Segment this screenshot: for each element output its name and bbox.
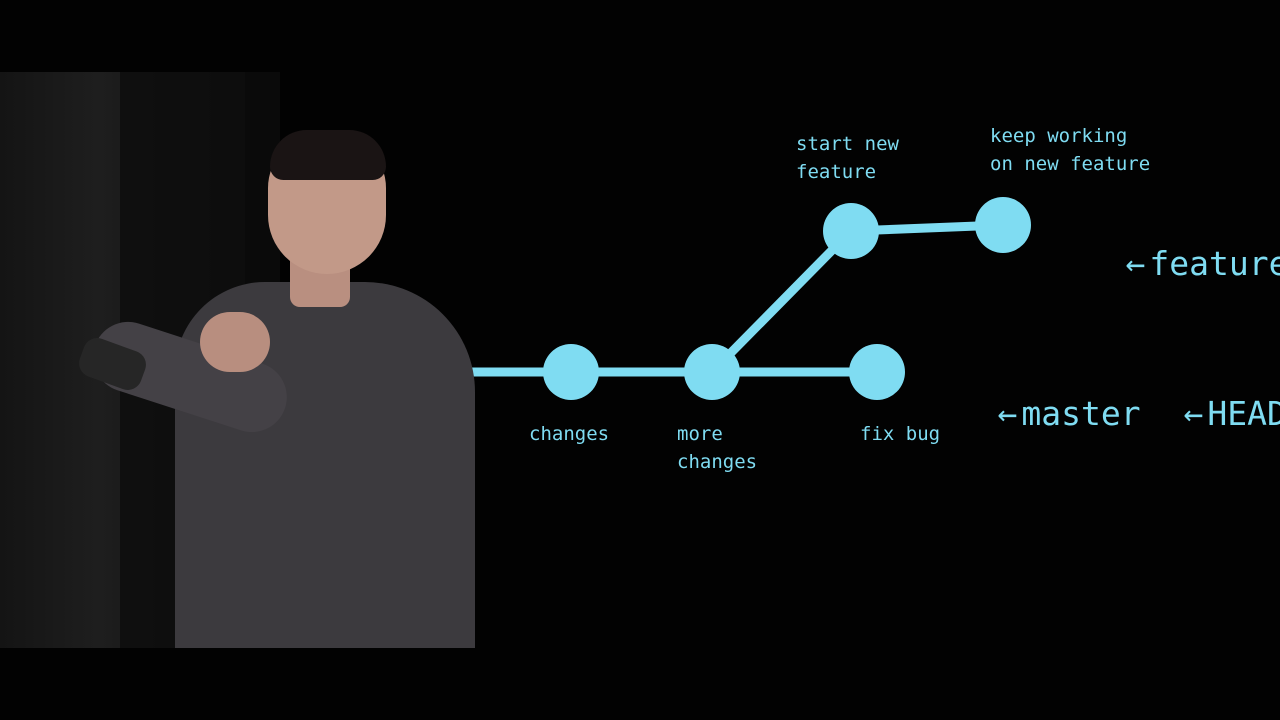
commit-label-more-changes: more changes	[677, 423, 758, 473]
ref-head-name: HEAD	[1207, 394, 1280, 433]
ref-head: ←HEAD	[1104, 354, 1280, 474]
commit-label-changes: changes	[529, 423, 610, 445]
presenter-photo	[0, 72, 480, 648]
ref-feature: ←feature	[1046, 204, 1280, 324]
ref-master: ←master	[918, 354, 1141, 474]
ref-feature-name: feature	[1149, 244, 1280, 283]
left-arrow-icon: ←	[1125, 244, 1146, 283]
commit-label-start-feature: start new feature	[796, 133, 899, 183]
commit-node-more-changes	[684, 344, 740, 400]
commit-node-keep-working	[975, 197, 1031, 253]
commit-node-changes	[543, 344, 599, 400]
commit-node-start-feature	[823, 203, 879, 259]
commit-label-fix-bug: fix bug	[860, 423, 941, 445]
ref-master-name: master	[1021, 394, 1141, 433]
left-arrow-icon: ←	[1183, 394, 1204, 433]
commit-node-fix-bug	[849, 344, 905, 400]
edge-more_changes-start_feature	[708, 227, 855, 376]
left-arrow-icon: ←	[997, 394, 1018, 433]
commit-label-keep-working: keep working on new feature	[990, 125, 1151, 175]
